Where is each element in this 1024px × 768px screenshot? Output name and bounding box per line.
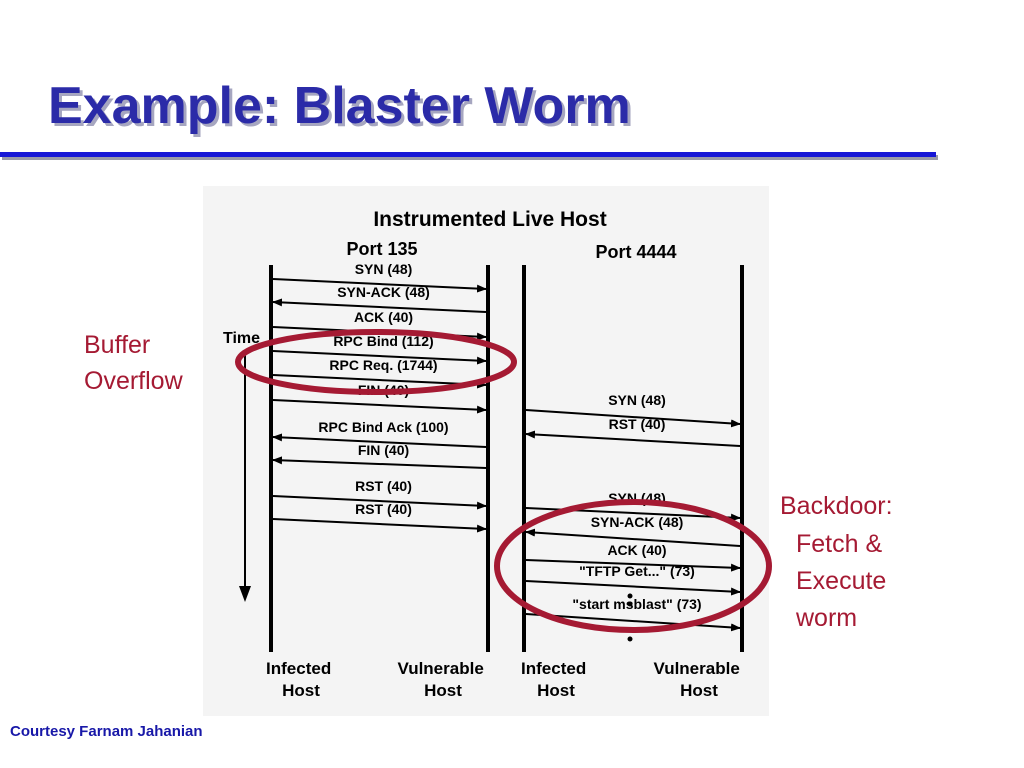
message-label: FIN (40) xyxy=(358,442,409,458)
message-label: SYN-ACK (48) xyxy=(337,284,430,300)
backdoor-annotation: Backdoor: Fetch & Execute worm xyxy=(780,492,900,632)
credit-text: Courtesy Farnam Jahanian xyxy=(10,723,203,740)
port-135-messages: SYN (48) SYN-ACK (48) ACK (40) RPC Bind (11… xyxy=(272,261,487,533)
continuation-dot xyxy=(627,593,633,599)
message-line xyxy=(272,298,487,313)
host-labels: Infected Host Vulnerable Host Infected H… xyxy=(266,659,744,700)
message-arrow: RST (40) xyxy=(272,478,487,510)
continuation-dot xyxy=(627,636,633,642)
message-arrow: SYN-ACK (48) xyxy=(525,514,741,547)
buffer-overflow-ellipse xyxy=(235,329,517,395)
message-line xyxy=(272,495,487,510)
message-label: RPC Bind (112) xyxy=(333,333,433,349)
message-arrow: SYN (48) xyxy=(272,261,487,293)
message-label: SYN (48) xyxy=(608,392,666,408)
message-line xyxy=(525,430,741,447)
message-arrow: RPC Bind (112) xyxy=(272,333,487,365)
message-label: RPC Req. (1744) xyxy=(329,357,437,373)
message-arrow: "TFTP Get..." (73) xyxy=(525,563,741,596)
message-line xyxy=(525,559,741,572)
time-label: Time xyxy=(223,330,260,347)
message-line xyxy=(272,518,487,533)
slide-title: Example: Blaster Worm xyxy=(48,77,631,135)
host-label-infected-1: Infected Host xyxy=(266,659,336,700)
message-label: SYN-ACK (48) xyxy=(591,514,684,530)
message-label: "start msblast" (73) xyxy=(572,596,701,612)
backdoor-ellipse xyxy=(494,499,772,633)
message-line xyxy=(525,409,741,428)
message-label: ACK (40) xyxy=(607,542,666,558)
host-label-vulnerable-2: Vulnerable Host xyxy=(653,659,744,700)
title-rule xyxy=(0,152,936,157)
port-4444-label: Port 4444 xyxy=(595,242,676,262)
message-label: "TFTP Get..." (73) xyxy=(579,563,695,579)
message-line xyxy=(525,528,741,547)
message-line xyxy=(525,613,741,632)
message-line xyxy=(272,350,487,365)
message-arrow: RST (40) xyxy=(525,416,741,447)
message-label: RST (40) xyxy=(355,478,412,494)
lifelines xyxy=(269,265,744,652)
port-135-label: Port 135 xyxy=(346,239,417,259)
time-axis-arrowhead xyxy=(239,586,251,602)
message-label: RST (40) xyxy=(609,416,666,432)
message-arrow: "start msblast" (73) xyxy=(525,596,741,632)
message-line xyxy=(272,456,487,469)
message-line xyxy=(525,580,741,596)
host-label-infected-2: Infected Host xyxy=(521,659,591,700)
message-arrow: SYN-ACK (48) xyxy=(272,284,487,313)
message-label: ACK (40) xyxy=(354,309,413,325)
message-line xyxy=(272,399,487,414)
host-label-vulnerable-1: Vulnerable Host xyxy=(397,659,488,700)
message-label: SYN (48) xyxy=(355,261,413,277)
diagram-heading: Instrumented Live Host xyxy=(373,208,606,231)
message-label: RPC Bind Ack (100) xyxy=(318,419,448,435)
message-arrow: RPC Bind Ack (100) xyxy=(272,419,487,448)
message-arrow: RST (40) xyxy=(272,501,487,533)
message-arrow: FIN (40) xyxy=(272,442,487,469)
continuation-dot xyxy=(627,601,633,607)
message-line xyxy=(272,278,487,293)
buffer-overflow-annotation: Buffer Overflow xyxy=(84,331,184,395)
message-arrow: ACK (40) xyxy=(525,542,741,572)
message-arrow: SYN (48) xyxy=(525,392,741,428)
message-label: RST (40) xyxy=(355,501,412,517)
message-line xyxy=(272,374,487,389)
message-line xyxy=(272,433,487,448)
message-arrow: RPC Req. (1744) xyxy=(272,357,487,389)
